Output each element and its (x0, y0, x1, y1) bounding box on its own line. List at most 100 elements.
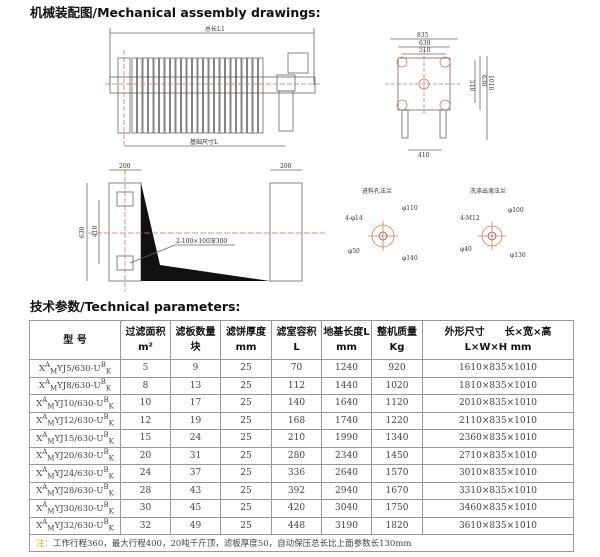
base-length-label: 基础尺寸L (190, 138, 218, 146)
model-name: YJ12/630-U (54, 416, 104, 427)
note-cell: 注：工作行程360，最大行程400，20吨千斤顶，滤板厚度50，自动保压总长比上… (29, 534, 574, 552)
cake-cell: 25 (220, 446, 272, 465)
note-row: 注：工作行程360，最大行程400，20吨千斤顶，滤板厚度50，自动保压总长比上… (29, 534, 574, 552)
model-cell: XAMYJ24/630-UBK (29, 464, 121, 483)
model-cell: XAMYJ20/630-UBK (29, 446, 121, 465)
model-name: YJ8/630-U (57, 381, 101, 392)
base-cell: 1740 (321, 411, 372, 430)
filter-plate (192, 57, 198, 134)
filter-plate (236, 57, 242, 134)
volume-cell: 448 (271, 516, 322, 535)
model-name: YJ30/630-U (54, 503, 104, 514)
foundation-plan: 200 200 630 410 2-100×100深300 (79, 163, 325, 292)
header-line2: mm (336, 342, 357, 353)
filter-plate (148, 57, 154, 134)
inlet-d3: φ140 (402, 255, 418, 262)
model-cell: XAMYJ32/630-UBK (29, 516, 121, 535)
filter-plate (208, 57, 214, 134)
mass-cell: 1670 (371, 481, 423, 500)
mass-cell: 1120 (371, 394, 423, 413)
filter-plate (197, 57, 203, 134)
area-cell: 10 (120, 394, 171, 413)
header-line1: 滤室容积 (276, 327, 317, 338)
area-cell: 30 (120, 499, 171, 518)
flange-wash: 洗涤出液法兰 4-M12 φ100 φ40 φ130 (460, 187, 526, 259)
cake-cell: 25 (220, 481, 272, 500)
base-cell: 3040 (321, 499, 372, 518)
inlet-d2: φ50 (348, 248, 360, 255)
wash-d3: φ130 (510, 252, 526, 259)
cake-cell: 25 (220, 394, 272, 413)
note-text: 工作行程360，最大行程400，20吨千斤顶，滤板厚度50，自动保压总长比上面参… (53, 539, 412, 549)
header-line2: L×W×H mm (464, 342, 532, 353)
params-heading: 技术参数/Technical parameters: (30, 299, 241, 314)
plates-cell: 13 (170, 376, 221, 395)
volume-cell: 168 (271, 411, 322, 430)
side-view: 总长L1 基础尺寸L (105, 25, 320, 147)
cake-cell: 25 (220, 499, 272, 518)
filter-plate (186, 57, 192, 134)
plates-cell: 24 (170, 429, 221, 448)
plates-cell: 43 (170, 481, 221, 500)
mass-cell: 1220 (371, 411, 423, 430)
plates-cell: 45 (170, 499, 221, 518)
column-header: 滤板数量块 (170, 320, 221, 360)
area-cell: 24 (120, 464, 171, 483)
hole-note: 2-100×100深300 (176, 237, 227, 245)
filter-plate (142, 57, 148, 134)
wash-bolt: 4-M12 (460, 215, 480, 222)
dim-835: 835 (417, 32, 429, 39)
column-header: 外形尺寸 长×宽×高 L×W×H mm (422, 320, 574, 360)
plates-cell: 31 (170, 446, 221, 465)
wash-d2: φ40 (460, 246, 472, 253)
header-line1: 滤板数量 (175, 327, 216, 338)
volume-cell: 392 (271, 481, 322, 500)
header-line1: 型 号 (63, 334, 87, 346)
area-cell: 15 (120, 429, 171, 448)
dim-h630: 630 (480, 75, 487, 87)
plates-cell: 49 (170, 516, 221, 535)
model-name: YJ5/630-U (57, 363, 101, 374)
wash-d1: φ100 (508, 207, 524, 214)
area-cell: 5 (120, 359, 171, 378)
header-line1: 外形尺寸 长×宽×高 (444, 327, 552, 338)
header-line2: Kg (389, 342, 405, 353)
volume-cell: 336 (271, 464, 322, 483)
dims-cell: 3610×835×1010 (422, 516, 574, 535)
cake-cell: 25 (220, 376, 272, 395)
dims-cell: 3010×835×1010 (422, 464, 574, 483)
base-cell: 2640 (321, 464, 372, 483)
mass-cell: 1450 (371, 446, 423, 465)
end-view: 835 630 510 410 510 630 1010 (385, 32, 494, 159)
filter-plate (164, 57, 170, 134)
dims-cell: 2010×835×1010 (422, 394, 574, 413)
drawings-heading: 机械装配图/Mechanical assembly drawings: (30, 5, 321, 20)
model-cell: XAMYJ8/630-UBK (29, 376, 121, 395)
filter-plate (247, 57, 253, 134)
model-cell: XAMYJ28/630-UBK (29, 481, 121, 500)
dims-cell: 2710×835×1010 (422, 446, 574, 465)
filter-plate (258, 57, 264, 134)
model-name: YJ15/630-U (54, 433, 104, 444)
volume-cell: 70 (271, 359, 322, 378)
filter-plate (219, 57, 225, 134)
base-cell: 2340 (321, 446, 372, 465)
base-cell: 1440 (321, 376, 372, 395)
inlet-bolt: 4-φ14 (345, 215, 363, 222)
filter-plate (230, 57, 236, 134)
area-cell: 8 (120, 376, 171, 395)
header-line1: 整机质量 (377, 327, 417, 338)
dim-510: 510 (419, 47, 431, 54)
filter-plate (159, 57, 165, 134)
dims-cell: 3460×835×1010 (422, 499, 574, 518)
mass-cell: 1750 (371, 499, 423, 518)
